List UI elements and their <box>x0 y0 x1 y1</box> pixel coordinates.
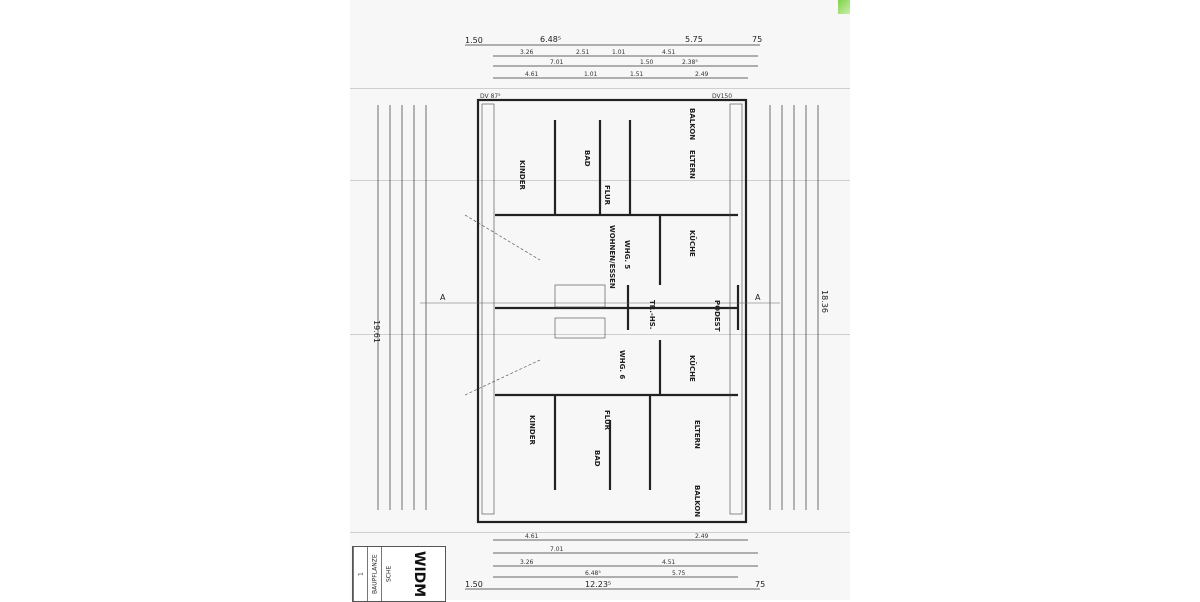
fold-line <box>350 334 850 335</box>
svg-text:2.49: 2.49 <box>695 71 709 78</box>
svg-text:WHG. 5: WHG. 5 <box>623 240 631 269</box>
svg-text:6.48⁵: 6.48⁵ <box>585 570 601 577</box>
svg-text:1.01: 1.01 <box>612 49 626 56</box>
background-corner <box>838 0 850 14</box>
svg-text:BALKON: BALKON <box>688 108 696 140</box>
svg-text:TR.-HS.: TR.-HS. <box>648 300 656 329</box>
svg-text:DV 87⁵: DV 87⁵ <box>480 93 501 100</box>
svg-text:19.61: 19.61 <box>372 320 381 343</box>
title-block-logo: WIDM <box>409 547 429 601</box>
svg-text:A: A <box>440 293 446 302</box>
svg-text:KÜCHE: KÜCHE <box>688 355 697 382</box>
svg-text:2.49: 2.49 <box>695 533 709 540</box>
svg-text:75: 75 <box>755 580 765 589</box>
svg-text:3.26: 3.26 <box>520 559 534 566</box>
svg-text:1.50: 1.50 <box>640 59 654 66</box>
svg-text:4.51: 4.51 <box>662 49 676 56</box>
svg-text:4.51: 4.51 <box>662 559 676 566</box>
fold-line <box>350 88 850 89</box>
svg-text:4.61: 4.61 <box>525 71 539 78</box>
svg-text:6.48⁵: 6.48⁵ <box>540 35 561 44</box>
fold-line <box>350 532 850 533</box>
svg-text:4.61: 4.61 <box>525 533 539 540</box>
svg-text:2.38⁵: 2.38⁵ <box>682 59 698 66</box>
svg-text:1.50: 1.50 <box>465 36 483 45</box>
svg-text:1.50: 1.50 <box>465 580 483 589</box>
title-block-phase: BAUPFLANZE <box>367 547 382 601</box>
svg-text:18.36: 18.36 <box>820 290 829 313</box>
svg-text:BAD: BAD <box>593 450 601 467</box>
svg-text:KÜCHE: KÜCHE <box>688 230 697 257</box>
svg-text:3.26: 3.26 <box>520 49 534 56</box>
svg-text:1.51: 1.51 <box>630 71 644 78</box>
svg-text:5.75: 5.75 <box>685 35 703 44</box>
svg-text:75: 75 <box>752 35 762 44</box>
svg-text:ELTERN: ELTERN <box>693 420 701 449</box>
svg-text:PODEST: PODEST <box>713 300 721 332</box>
title-block-sheet: 1 <box>353 547 368 601</box>
title-block: 1 BAUPFLANZE SCHE WIDM <box>352 546 446 602</box>
svg-text:ELTERN: ELTERN <box>688 150 696 179</box>
svg-text:FLUR: FLUR <box>603 410 611 431</box>
svg-text:WOHNEN/ESSEN: WOHNEN/ESSEN <box>608 225 616 289</box>
svg-text:DV150: DV150 <box>712 93 732 100</box>
svg-text:WHG. 6: WHG. 6 <box>618 350 626 379</box>
svg-text:KINDER: KINDER <box>528 415 536 445</box>
svg-text:2.51: 2.51 <box>576 49 590 56</box>
svg-text:7.01: 7.01 <box>550 59 564 66</box>
svg-text:BAD: BAD <box>583 150 591 167</box>
svg-text:1.01: 1.01 <box>584 71 598 78</box>
svg-text:12.23⁵: 12.23⁵ <box>585 580 611 589</box>
svg-text:A: A <box>755 293 761 302</box>
svg-text:BALKON: BALKON <box>693 485 701 517</box>
room-label: KINDER <box>518 160 526 190</box>
svg-text:FLUR: FLUR <box>603 185 611 206</box>
svg-text:5.75: 5.75 <box>672 570 686 577</box>
svg-text:7.01: 7.01 <box>550 546 564 553</box>
title-block-project: SCHE <box>381 547 396 601</box>
